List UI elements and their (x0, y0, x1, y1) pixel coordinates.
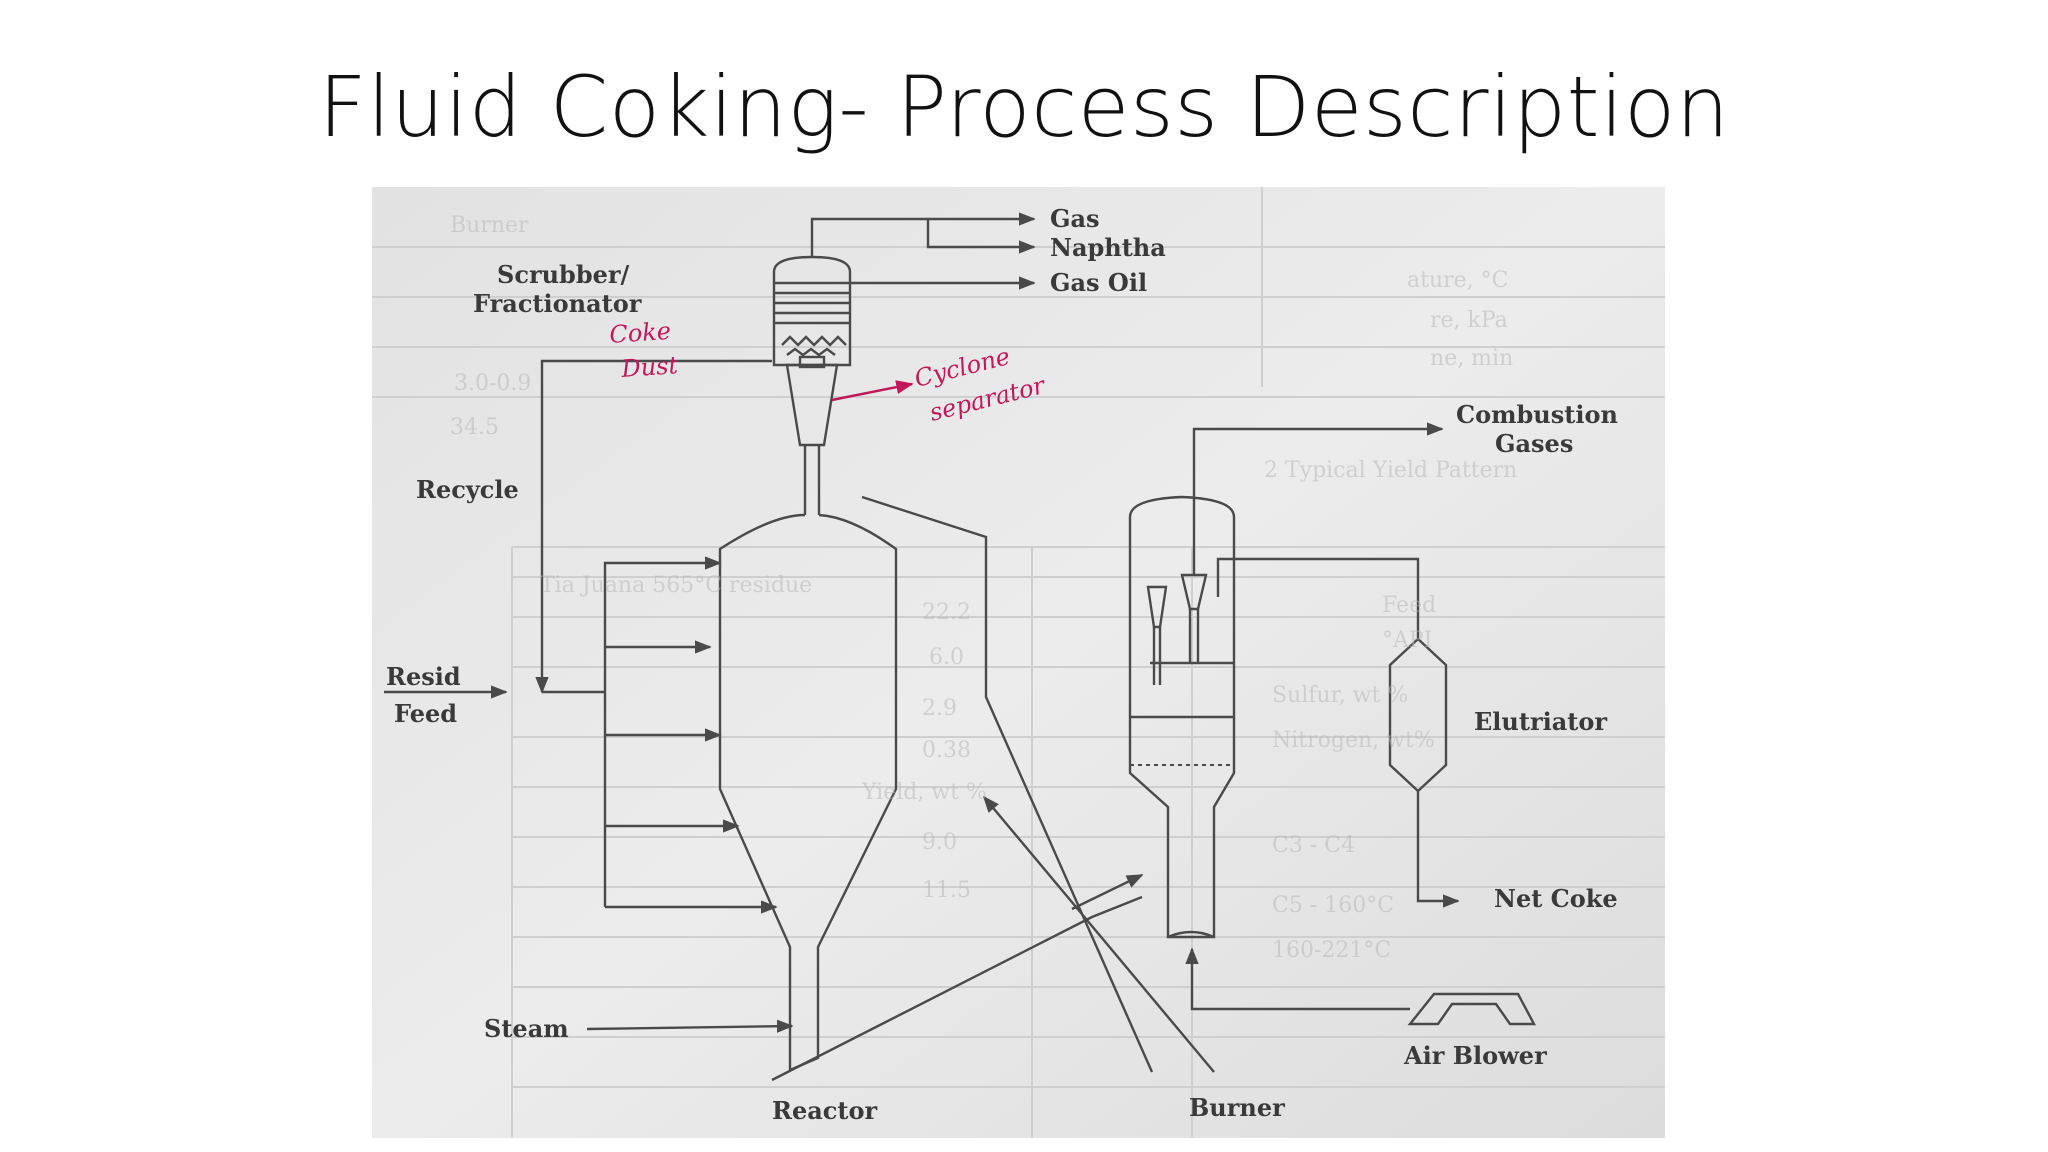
label-gas: Gas (1050, 204, 1100, 233)
feed-header-lines (384, 359, 794, 1033)
scrubber-fractionator (772, 255, 852, 515)
svg-text:C5 - 160°C: C5 - 160°C (1272, 893, 1394, 918)
elutriator-vessel (1216, 557, 1460, 908)
coke-transfer-lines (771, 495, 1215, 1082)
svg-text:2 Typical Yield Pattern: 2 Typical Yield Pattern (1264, 458, 1517, 483)
label-gas-oil: Gas Oil (1050, 268, 1147, 297)
svg-text:ature, °C: ature, °C (1407, 268, 1508, 293)
handwritten-coke: Coke (608, 317, 671, 349)
burner-vessel (1128, 495, 1236, 939)
label-combustion-line2: Gases (1495, 429, 1573, 458)
svg-text:34.5: 34.5 (450, 415, 499, 440)
label-recycle: Recycle (416, 475, 519, 504)
label-resid: Resid (386, 662, 461, 691)
label-net-coke: Net Coke (1494, 884, 1618, 913)
label-naphtha: Naphtha (1050, 233, 1166, 262)
svg-text:2.9: 2.9 (922, 696, 957, 721)
label-air-blower: Air Blower (1403, 1041, 1547, 1070)
svg-text:0.38: 0.38 (922, 738, 971, 763)
svg-text:Feed: Feed (1382, 593, 1436, 618)
air-blower (1185, 947, 1536, 1026)
paper-background (372, 187, 1665, 1138)
label-reactor: Reactor (772, 1096, 877, 1125)
svg-text:Sulfur, wt %: Sulfur, wt % (1272, 683, 1408, 708)
slide-title: Fluid Coking- Process Description (318, 58, 1730, 156)
svg-text:Nitrogen, wt%: Nitrogen, wt% (1272, 728, 1435, 753)
svg-text:ne, min: ne, min (1430, 346, 1513, 371)
bleed-through-table (372, 187, 1665, 1138)
svg-text:Burner: Burner (450, 213, 529, 238)
combustion-gas-line (1192, 422, 1444, 575)
svg-text:11.5: 11.5 (922, 878, 971, 903)
label-steam: Steam (484, 1014, 569, 1043)
handwritten-dust: Dust (619, 351, 679, 383)
diagram-photo: Burner 3.0-0.9 34.5 ature, °C re, kPa ne… (372, 187, 1665, 1138)
label-scrubber-line2: Fractionator (473, 289, 642, 318)
svg-text:160-221°C: 160-221°C (1272, 938, 1391, 963)
svg-text:22.2: 22.2 (922, 600, 971, 625)
label-feed: Feed (394, 699, 457, 728)
bleed-through-text: Burner 3.0-0.9 34.5 ature, °C re, kPa ne… (450, 213, 1517, 963)
cyclone-annotation-arrow (831, 380, 914, 402)
svg-text:re, kPa: re, kPa (1430, 308, 1508, 333)
fluid-coking-diagram: Burner 3.0-0.9 34.5 ature, °C re, kPa ne… (372, 187, 1665, 1138)
label-combustion-line1: Combustion (1456, 400, 1618, 429)
svg-text:°API: °API (1382, 628, 1432, 653)
svg-text:6.0: 6.0 (929, 645, 964, 670)
svg-text:3.0-0.9: 3.0-0.9 (454, 371, 531, 396)
svg-text:9.0: 9.0 (922, 830, 957, 855)
overhead-product-lines (810, 212, 1036, 290)
svg-text:Yield, wt %: Yield, wt % (861, 780, 987, 805)
label-scrubber-line1: Scrubber/ (497, 260, 630, 289)
label-burner: Burner (1189, 1093, 1285, 1122)
svg-text:C3 - C4: C3 - C4 (1272, 833, 1355, 858)
label-elutriator: Elutriator (1474, 707, 1607, 736)
svg-text:Tia Juana 565°C residue: Tia Juana 565°C residue (540, 573, 812, 598)
